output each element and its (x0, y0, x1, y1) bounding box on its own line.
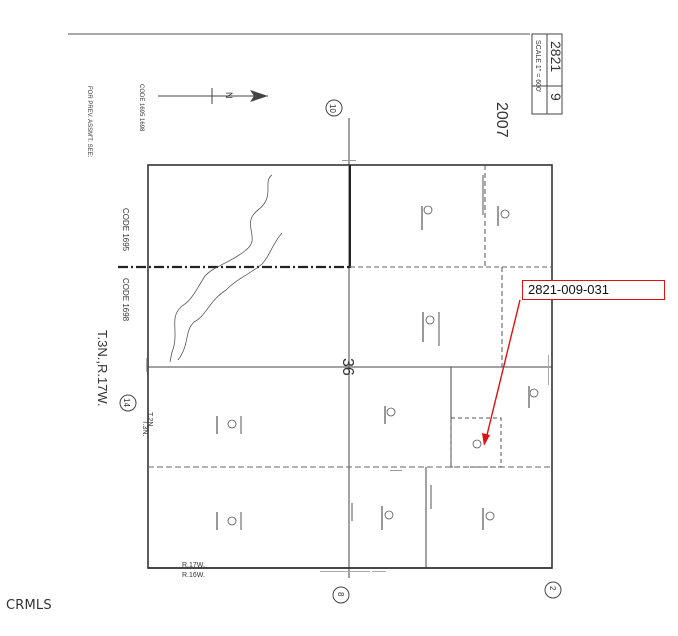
code-note: CODE 1695 1698 (138, 84, 144, 132)
code-right-label: CODE 1698 (121, 278, 130, 322)
scale-label: SCALE 1" = 600' (534, 40, 541, 92)
map-header-box: 2821 9 SCALE 1" = 600' (531, 33, 564, 115)
page-number: 9 (548, 93, 564, 101)
section-number: 36 (339, 358, 356, 376)
callout-arrow (482, 299, 521, 446)
svg-text:2: 2 (548, 586, 557, 591)
previous-assessment-note: FOR PREV. ASSM'T. SEE: (86, 86, 92, 158)
township-t3-label: T.3N. (141, 420, 148, 436)
svg-text:8: 8 (336, 592, 345, 597)
code-left-label: CODE 1695 (121, 208, 130, 252)
north-arrow-icon: N (158, 88, 268, 104)
range-17w-label: R.17W. (182, 562, 205, 569)
flood-channel-path (169, 174, 283, 363)
faint-map-annotations (146, 160, 549, 572)
svg-text:14: 14 (122, 398, 131, 407)
crmls-watermark: CRMLS (6, 598, 52, 613)
svg-text:N: N (224, 92, 234, 99)
township-t2-label: T.2N. (146, 412, 153, 428)
svg-text:10: 10 (328, 104, 337, 113)
map-reference-circle-left: 14 (119, 394, 137, 412)
range-16w-label: R.16W. (182, 572, 205, 579)
book-number: 2821 (548, 41, 564, 72)
parcel-031-outline (450, 417, 502, 468)
map-reference-circle-bottom: 8 (332, 586, 350, 604)
map-reference-circle-right: 2 (544, 581, 562, 599)
parcel-markers (227, 205, 539, 526)
year-stamp: 2007 (493, 102, 510, 138)
parcel-id-callout: 2821-009-031 (522, 280, 665, 300)
map-reference-circle-top: 10 (325, 99, 343, 117)
township-range-label: T.3N.,R.17W. (95, 330, 110, 407)
